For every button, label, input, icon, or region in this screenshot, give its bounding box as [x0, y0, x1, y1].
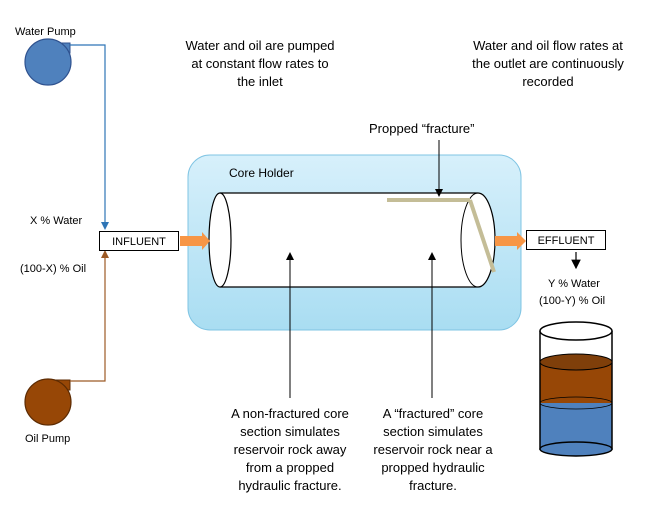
outlet-water-fraction: Y % Water — [548, 278, 600, 290]
oil-flow-arrow-icon — [101, 250, 109, 258]
nonfrac-note-line: hydraulic fracture. — [238, 478, 342, 493]
frac-note-line: fracture. — [409, 478, 457, 493]
inlet-note-line: the inlet — [237, 74, 283, 89]
inlet-note-line: Water and oil are pumped — [185, 38, 335, 53]
frac-note-line: A “fractured” core — [382, 406, 484, 421]
outlet-note-line: Water and oil flow rates at — [473, 38, 623, 53]
oil-feed-line — [70, 252, 106, 382]
nonfractured-note: A non-fractured core section simulates r… — [195, 405, 385, 495]
propped-fracture — [387, 198, 496, 273]
frac-pointer-arrow-icon — [428, 252, 436, 260]
nonfrac-note-line: section simulates — [240, 424, 340, 439]
frac-note-line: reservoir rock near a — [373, 442, 493, 457]
core-holder-label: Core Holder — [229, 166, 294, 180]
outlet-note: Water and oil flow rates at the outlet a… — [448, 37, 648, 91]
nonfrac-note-line: from a propped — [245, 460, 335, 475]
nonfrac-pointer-arrow-icon — [286, 252, 294, 260]
oil-pump-icon — [24, 378, 72, 426]
frac-note-line: section simulates — [383, 424, 483, 439]
influent-box: INFLUENT — [99, 231, 179, 251]
inlet-oil-fraction: (100-X) % Oil — [20, 263, 87, 275]
inlet-water-fraction: X % Water — [30, 215, 83, 227]
inlet-note: Water and oil are pumped at constant flo… — [160, 37, 360, 91]
water-feed-line — [70, 44, 106, 228]
core-cylinder — [208, 192, 496, 288]
outlet-oil-fraction: (100-Y) % Oil — [539, 295, 606, 307]
frac-note-line: propped hydraulic — [381, 460, 485, 475]
effluent-box: EFFLUENT — [526, 230, 606, 250]
outlet-note-line: recorded — [522, 74, 574, 89]
water-flow-arrow-icon — [101, 222, 109, 230]
fractured-note: A “fractured” core section simulates res… — [338, 405, 528, 495]
outlet-flow-arrow-icon — [495, 232, 526, 250]
inlet-note-line: at constant flow rates to — [191, 56, 329, 71]
outlet-note-line: the outlet are continuously — [472, 56, 624, 71]
nonfrac-note-line: A non-fractured core — [231, 406, 349, 421]
fracture-label: Propped “fracture” — [369, 121, 475, 136]
inlet-flow-arrow-icon — [180, 232, 210, 250]
nonfrac-note-line: reservoir rock away — [233, 442, 347, 457]
water-pump-label: Water Pump — [15, 26, 76, 38]
water-pump-icon — [24, 38, 72, 86]
oil-pump-label: Oil Pump — [25, 433, 71, 445]
collection-beaker — [539, 321, 613, 457]
